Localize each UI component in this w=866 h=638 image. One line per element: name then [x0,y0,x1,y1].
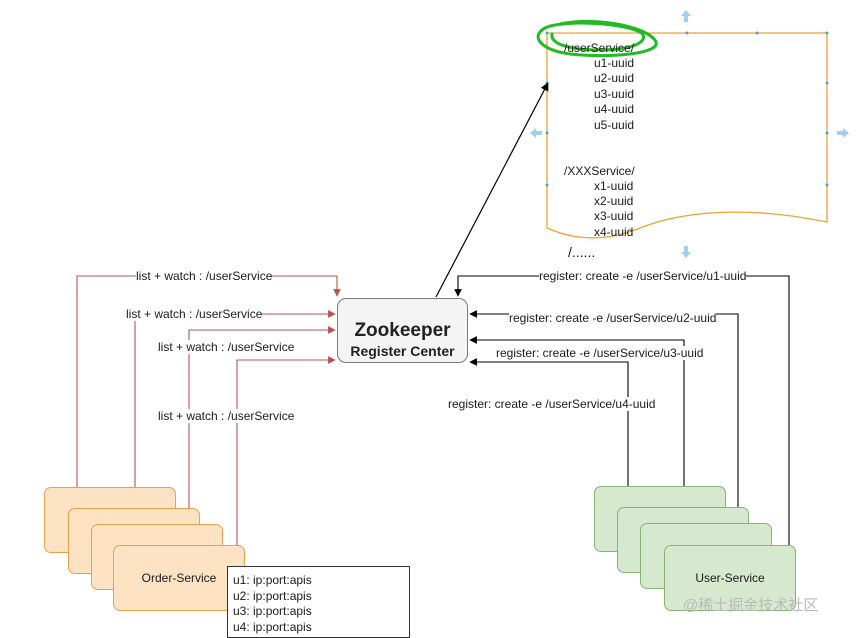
service-address-row: u4: ip:port:apis [233,619,312,634]
watch-edge-3 [188,326,336,523]
zookeeper-title: Zookeeper [354,320,451,341]
highlight-scribble [536,20,658,57]
watch-edge-label: list + watch : /userService [158,409,295,423]
znode-user-child: u5-uuid [594,118,635,132]
watch-edge-label: list + watch : /userService [158,340,295,354]
znode-user-child: u3-uuid [594,87,635,101]
znode-user-child: u1-uuid [594,56,635,70]
register-edge-label: register: create -e /userService/u4-uuid [448,397,656,411]
zk-to-znode-arrow [435,82,549,298]
user-service-instance[interactable]: User-Service [664,545,796,611]
znode-user-service-path: /userService/ [564,41,635,55]
znode-user-child: u2-uuid [594,71,635,85]
order-service-instance[interactable]: Order-Service [113,545,245,611]
znode-xxx-child: x3-uuid [594,209,634,223]
register-edge-label: register: create -e /userService/u1-uuid [539,269,747,283]
service-address-list: u1: ip:port:apis u2: ip:port:apis u3: ip… [227,566,410,638]
register-edge-3 [469,336,685,508]
register-edge-4 [469,358,629,487]
service-address-row: u3: ip:port:apis [233,604,312,618]
znode-xxx-child: x4-uuid [594,225,634,239]
zookeeper-subtitle: Register Center [350,343,455,359]
watermark: @稀土掘金技术社区 [683,597,819,614]
order-service-label: Order-Service [141,571,217,585]
register-edge-label: register: create -e /userService/u2-uuid [509,311,717,325]
service-address-row: u1: ip:port:apis [233,573,312,587]
watch-edge-label: list + watch : /userService [126,307,263,321]
znode-xxx-child: x1-uuid [594,179,634,193]
znode-document [546,32,828,239]
znode-xxx-child: x2-uuid [594,194,634,208]
zookeeper-register-center[interactable]: Zookeeper Register Center [337,298,468,363]
watch-edge-4 [236,356,336,545]
service-address-row: u2: ip:port:apis [233,588,312,603]
register-edge-label: register: create -e /userService/u3-uuid [496,346,704,360]
user-service-label: User-Service [695,571,765,585]
selection-handles [530,10,849,258]
znode-more: /...... [568,244,596,260]
watch-edge-label: list + watch : /userService [136,269,273,283]
znode-xxx-service-path: /XXXService/ [564,164,635,178]
znode-user-child: u4-uuid [594,102,635,116]
